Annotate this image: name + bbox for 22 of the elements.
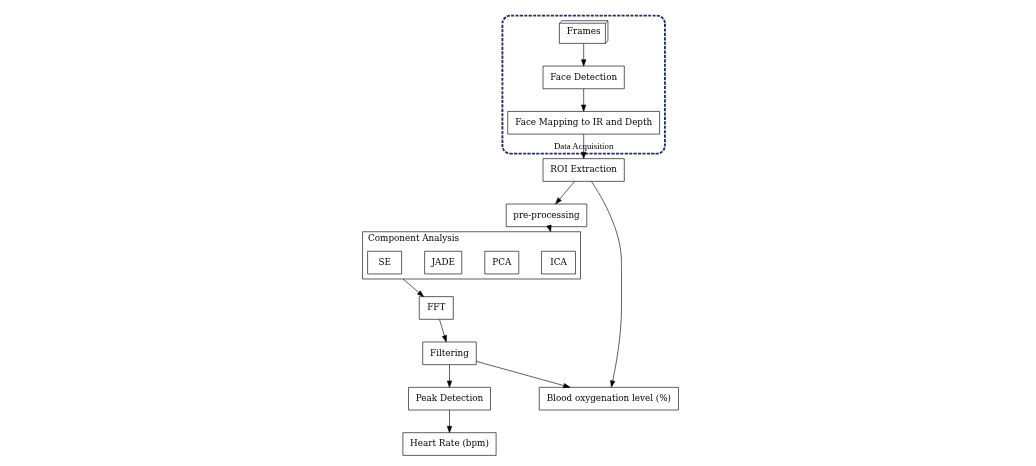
arrow	[446, 364, 452, 388]
arrow	[581, 133, 587, 159]
node-box: Heart Rate (bpm)	[402, 432, 497, 456]
arrow	[439, 319, 447, 343]
arrow	[591, 181, 622, 388]
arrow	[446, 409, 452, 433]
node-box: Blood oxygenation level (%)	[538, 387, 679, 411]
node-box: JADE	[424, 250, 463, 275]
node-box: Face Mapping to IR and Depth	[507, 111, 660, 135]
node-box: PCA	[484, 250, 520, 275]
node-box: Face Detection	[542, 65, 625, 90]
arrow	[476, 361, 571, 389]
node-box: ROI Extraction	[542, 158, 625, 182]
arrow	[402, 278, 424, 297]
arrow	[581, 88, 587, 112]
node-box: FFT	[418, 296, 454, 320]
arrow	[581, 43, 587, 67]
node-box: Filtering	[422, 341, 477, 365]
node-box: SE	[367, 250, 402, 275]
node-box: Peak Detection	[408, 387, 491, 411]
arrow	[555, 181, 575, 205]
node-box: ICA	[541, 250, 576, 275]
